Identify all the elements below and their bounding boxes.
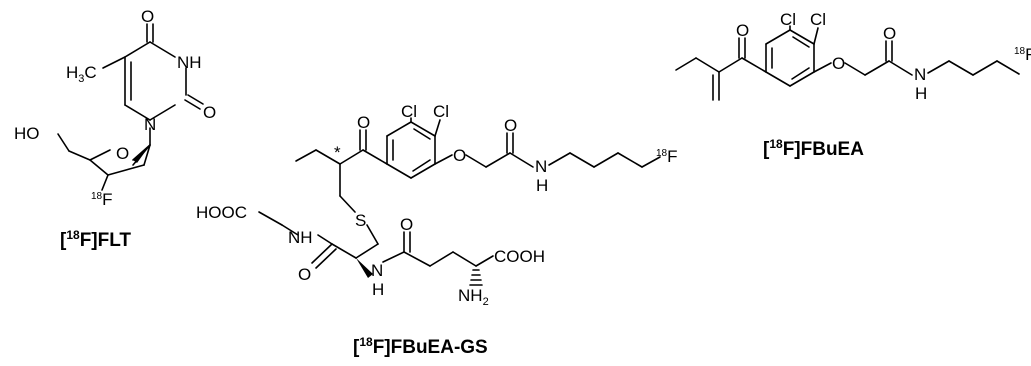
fbuea-ketone-o: O bbox=[736, 21, 749, 40]
fbuea-gs-amide-o: O bbox=[504, 116, 517, 135]
fbuea-gs-sulfur: S bbox=[355, 211, 366, 230]
fbuea-gs-hashed-bond bbox=[469, 269, 483, 286]
fbuea-gs-cl-1: Cl bbox=[401, 102, 417, 121]
flt-fluorine-label: 18F bbox=[91, 190, 113, 209]
flt-n1-label: N bbox=[144, 115, 156, 134]
fbuea-gs-ether-o: O bbox=[453, 146, 466, 165]
flt-carbonyl-o-top: O bbox=[141, 7, 154, 26]
fbuea-gs-cooh: COOH bbox=[494, 247, 545, 266]
flt-ring-o-label: O bbox=[116, 144, 129, 163]
flt-carbonyl-o-right: O bbox=[203, 103, 216, 122]
fbuea-gs-amide-n: N bbox=[535, 157, 547, 176]
flt-pyrimidine-bonds bbox=[102, 23, 204, 146]
fbuea-amide-o: O bbox=[883, 24, 896, 43]
fbuea-gs-cys-h: H bbox=[372, 280, 384, 299]
fbuea-gs-nh2: NH2 bbox=[458, 286, 489, 308]
fbuea-structure: O Cl Cl O O N H 18F [18F]FBuEA bbox=[675, 10, 1031, 160]
fbuea-ether-o: O bbox=[832, 54, 845, 73]
fbuea-amide-h: H bbox=[915, 84, 927, 103]
flt-caption: [18F]FLT bbox=[60, 228, 131, 251]
flt-methyl-label: H3C bbox=[66, 63, 97, 85]
fbuea-gs-cl-2: Cl bbox=[433, 102, 449, 121]
fbuea-gs-ketone-o: O bbox=[357, 113, 370, 132]
fbuea-gs-amide-h: H bbox=[536, 176, 548, 195]
fbuea-gs-fluorine: 18F bbox=[656, 147, 678, 166]
fbuea-bonds bbox=[675, 25, 1020, 101]
fbuea-fluorine: 18F bbox=[1014, 45, 1031, 64]
flt-wedge bbox=[133, 145, 150, 163]
fbuea-gs-caption: [18F]FBuEA-GS bbox=[353, 335, 488, 358]
fbuea-gs-wedge bbox=[356, 258, 373, 278]
flt-nh-label: NH bbox=[177, 53, 202, 72]
fbuea-gs-cys-n: N bbox=[371, 261, 383, 280]
fbuea-amide-n: N bbox=[914, 65, 926, 84]
fbuea-gs-hooc: HOOC bbox=[196, 203, 247, 222]
fbuea-gs-stereo-star: * bbox=[334, 143, 341, 162]
flt-ho-label: HO bbox=[14, 124, 40, 143]
fbuea-gs-gly-nh: NH bbox=[288, 228, 313, 247]
flt-structure: O NH O N H3C O HO 18F [18F]FLT bbox=[14, 7, 216, 251]
fbuea-cl-1: Cl bbox=[780, 10, 796, 29]
fbuea-gs-structure: * O Cl Cl O O N H 18F S HOOC NH O N H O … bbox=[196, 102, 678, 358]
fbuea-gs-cys-o: O bbox=[298, 265, 311, 284]
fbuea-gs-bonds bbox=[258, 117, 661, 269]
fbuea-gs-glu-o: O bbox=[400, 215, 413, 234]
fbuea-caption: [18F]FBuEA bbox=[763, 137, 864, 160]
fbuea-cl-2: Cl bbox=[810, 10, 826, 29]
